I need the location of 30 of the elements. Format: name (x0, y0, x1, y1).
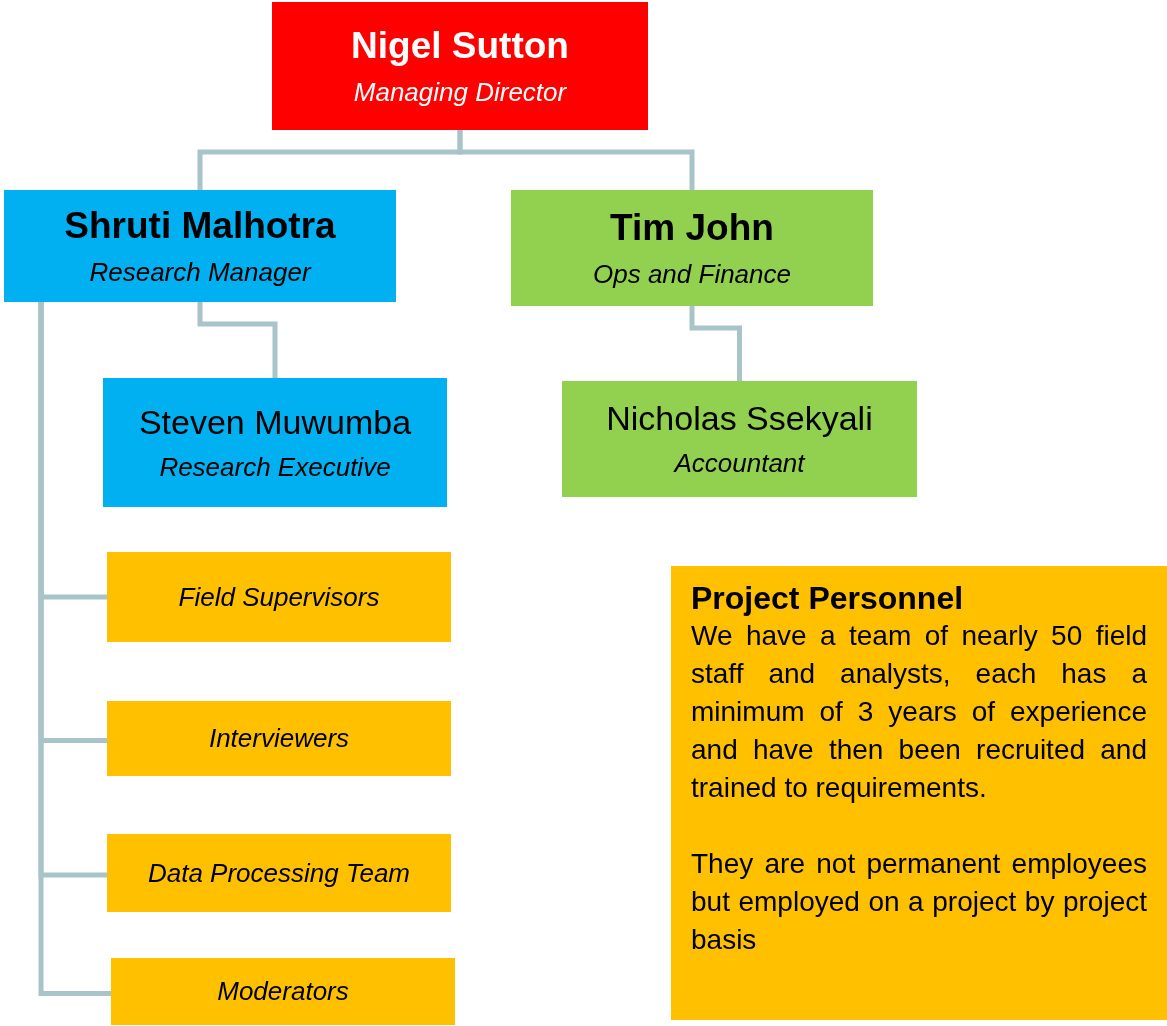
person-name: Tim John (610, 206, 774, 249)
role-title: Research Executive (159, 451, 391, 483)
role-title: Accountant (674, 448, 805, 479)
role-box (272, 2, 648, 130)
card-heading: Project Personnel (691, 580, 965, 617)
card-paragraph: They are not permanent employees but employed on a project by project basis (691, 847, 1147, 957)
role-box (111, 958, 455, 1025)
role-title: Ops and Finance (593, 258, 791, 290)
person-name: Steven Muwumba (138, 402, 412, 442)
role-box (107, 701, 451, 776)
role-title: Field Supervisors (178, 581, 380, 613)
role-box (107, 552, 451, 642)
person-name: Nicholas Ssekyali (606, 399, 873, 438)
role-title: Managing Director (353, 76, 567, 108)
role-box (562, 381, 917, 497)
role-box (103, 378, 447, 507)
connector-line (457, 130, 695, 190)
role-title: Moderators (217, 976, 349, 1007)
role-box (107, 834, 451, 912)
connector-line (197, 302, 278, 378)
role-box (4, 190, 396, 302)
card-paragraph: We have a team of nearly 50 field staff and analysts, each has a minimum of 3 years of experience and have then been recruited and trained to requirements. (691, 619, 1147, 805)
note-card (671, 566, 1167, 1020)
role-box (511, 190, 873, 306)
person-name: Shruti Malhotra (64, 204, 336, 247)
role-title: Interviewers (208, 723, 350, 754)
role-title: Research Manager (89, 256, 311, 288)
person-name: Nigel Sutton (351, 24, 569, 67)
role-title: Data Processing Team (147, 857, 411, 889)
connector-line (689, 306, 742, 381)
